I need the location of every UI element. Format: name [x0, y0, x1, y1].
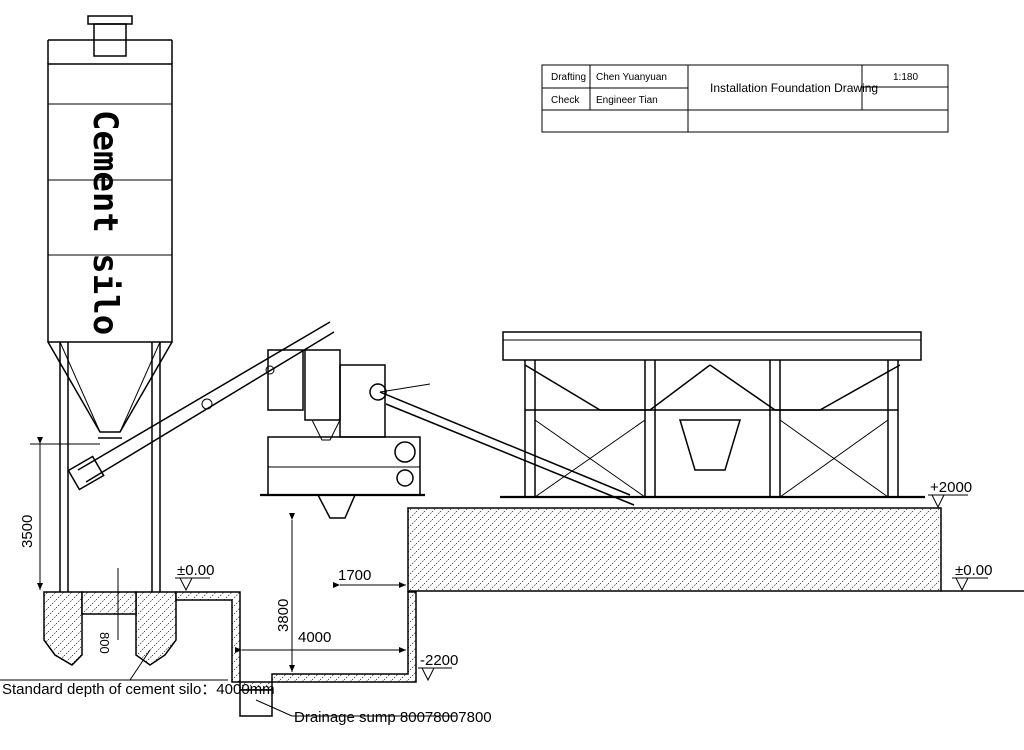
title-block: Drafting Chen Yuanyuan Check Engineer Ti… [541, 64, 949, 133]
mixer-unit [260, 349, 425, 519]
aggregate-batcher [500, 331, 925, 499]
screw-conveyor [67, 321, 335, 491]
note-silo-depth: Standard depth of cement silo：4000mm [2, 681, 275, 698]
drawing-title: Installation Foundation Drawing [710, 81, 878, 95]
check-name: Engineer Tian [596, 95, 658, 106]
dim-3800: 3800 [275, 599, 292, 632]
check-label: Check [551, 95, 580, 106]
note-drainage: Drainage sump 80078007800 [294, 709, 492, 726]
scale-value: 1:180 [893, 72, 918, 83]
drafting-name: Chen Yuanyuan [596, 72, 667, 83]
cement-silo: Cement silo [47, 15, 173, 595]
foundations [43, 507, 1024, 717]
dim-3500: 3500 [19, 515, 36, 548]
silo-label: Cement silo [85, 110, 125, 335]
level-plus-2000: +2000 [930, 479, 972, 496]
dim-1700: 1700 [338, 567, 371, 584]
belt-conveyor [379, 383, 635, 506]
drafting-label: Drafting [551, 72, 586, 83]
dim-800: 800 [97, 632, 112, 654]
level-zero-right: ±0.00 [955, 562, 992, 579]
dim-4000: 4000 [298, 629, 331, 646]
notes: Standard depth of cement silo：4000mm Dra… [0, 649, 492, 726]
dimension-lines: 3500 800 ±0.00 1700 3800 4000 -2200 +200… [19, 437, 992, 682]
level-minus-2200: -2200 [420, 652, 458, 669]
level-zero-left: ±0.00 [177, 562, 214, 579]
